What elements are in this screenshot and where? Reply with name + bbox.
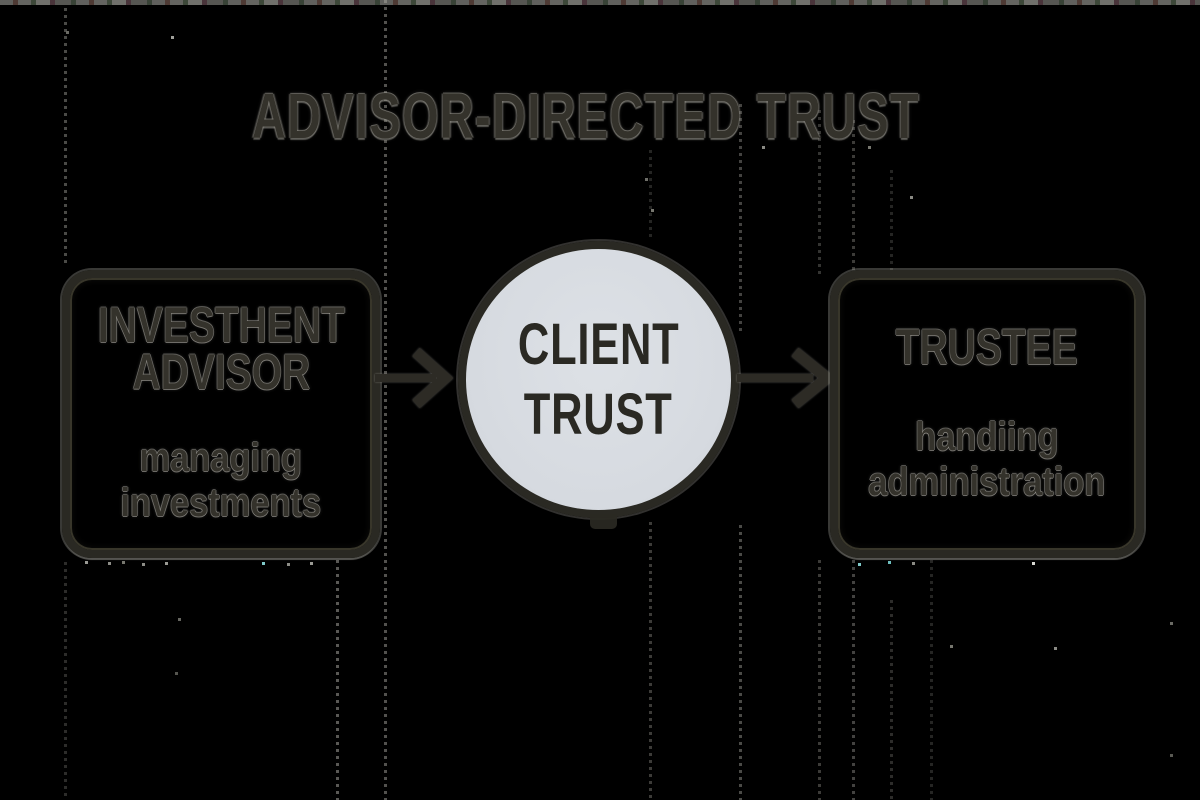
- noise-dash-line: [64, 562, 67, 800]
- noise-dash-line: [852, 120, 855, 270]
- noise-dash-line: [739, 525, 742, 800]
- advisor-subtitle: managing investments: [104, 436, 337, 526]
- noise-dash-line: [818, 560, 821, 800]
- advisor-heading-line2: ADVISOR: [132, 344, 310, 400]
- noise-dash-line: [930, 560, 933, 800]
- trustee-node: TRUSTEE handiing administration: [830, 270, 1144, 558]
- advisor-subtitle-line2: investments: [120, 481, 322, 525]
- noise-dash-line: [818, 110, 821, 275]
- noise-dash-line: [890, 170, 893, 270]
- advisor-heading: INVESTHENT ADVISOR: [63, 297, 380, 400]
- client-trust-node: CLIENT TRUST: [458, 241, 739, 518]
- advisor-heading-line1: INVESTHENT: [97, 297, 345, 353]
- trustee-subtitle: handiing administration: [849, 415, 1125, 505]
- advisor-subtitle-line1: managing: [139, 436, 303, 480]
- noise-dash-line: [739, 104, 742, 334]
- trustee-heading: TRUSTEE: [870, 318, 1103, 375]
- noise-dash-line: [336, 560, 339, 800]
- noise-dash-line: [649, 150, 652, 240]
- trustee-subtitle-line2: administration: [868, 459, 1106, 504]
- page-title: ADVISOR-DIRECTED TRUST: [251, 79, 921, 152]
- noise-dash-line: [852, 560, 855, 800]
- client-trust-line2: TRUST: [524, 381, 673, 447]
- circle-bottom-stub: [590, 514, 617, 529]
- arrow-right-icon: [375, 347, 454, 409]
- noise-dash-line: [890, 600, 893, 800]
- noise-dash-line: [384, 0, 387, 800]
- investment-advisor-node: INVESTHENT ADVISOR managing investments: [62, 270, 380, 558]
- arrow-right-icon: [737, 347, 836, 409]
- trustee-subtitle-line1: handiing: [915, 414, 1059, 459]
- noise-dash-line: [649, 522, 652, 800]
- noise-dots: [0, 0, 3, 3]
- trustee-heading-line1: TRUSTEE: [895, 318, 1079, 375]
- noise-top-strip: [0, 0, 1200, 5]
- client-trust-line1: CLIENT: [517, 311, 680, 377]
- noise-dash-line: [64, 8, 67, 266]
